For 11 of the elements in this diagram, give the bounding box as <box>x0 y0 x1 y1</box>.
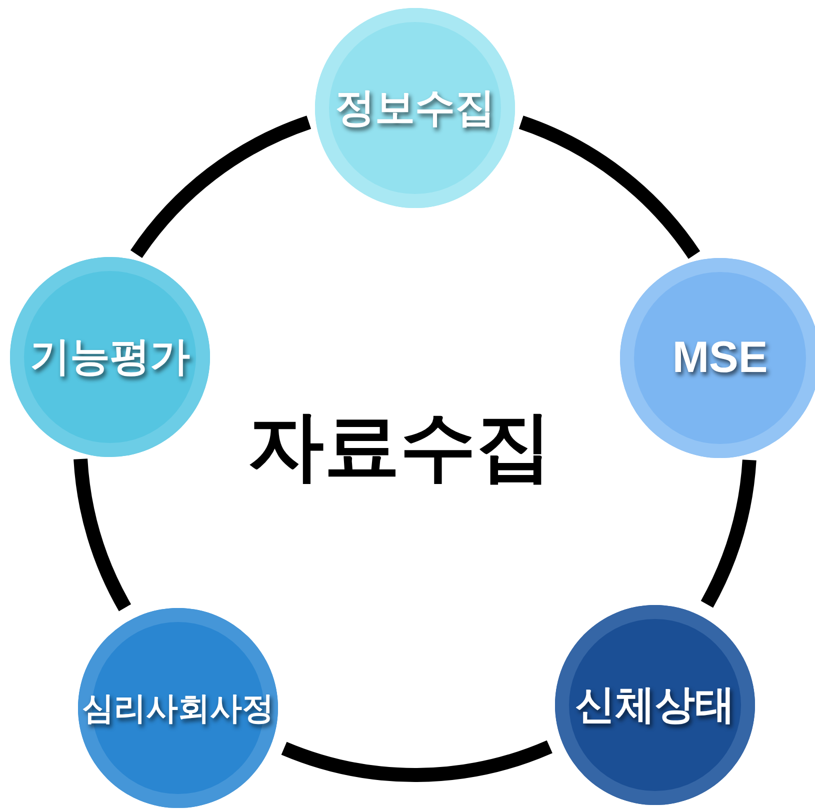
node-label: 신체상태 <box>575 682 735 729</box>
node-label: 심리사회사정 <box>82 689 274 728</box>
ring-arc <box>282 740 552 782</box>
node-label: 정보수집 <box>335 85 495 132</box>
center-title: 자료수집 <box>248 403 552 491</box>
ring-arc <box>130 116 312 258</box>
ring-arc <box>74 458 132 611</box>
node-label: MSE <box>672 332 768 384</box>
node-label: 기능평가 <box>30 334 190 381</box>
ring-arc <box>518 116 700 260</box>
ring-arc <box>700 459 756 608</box>
